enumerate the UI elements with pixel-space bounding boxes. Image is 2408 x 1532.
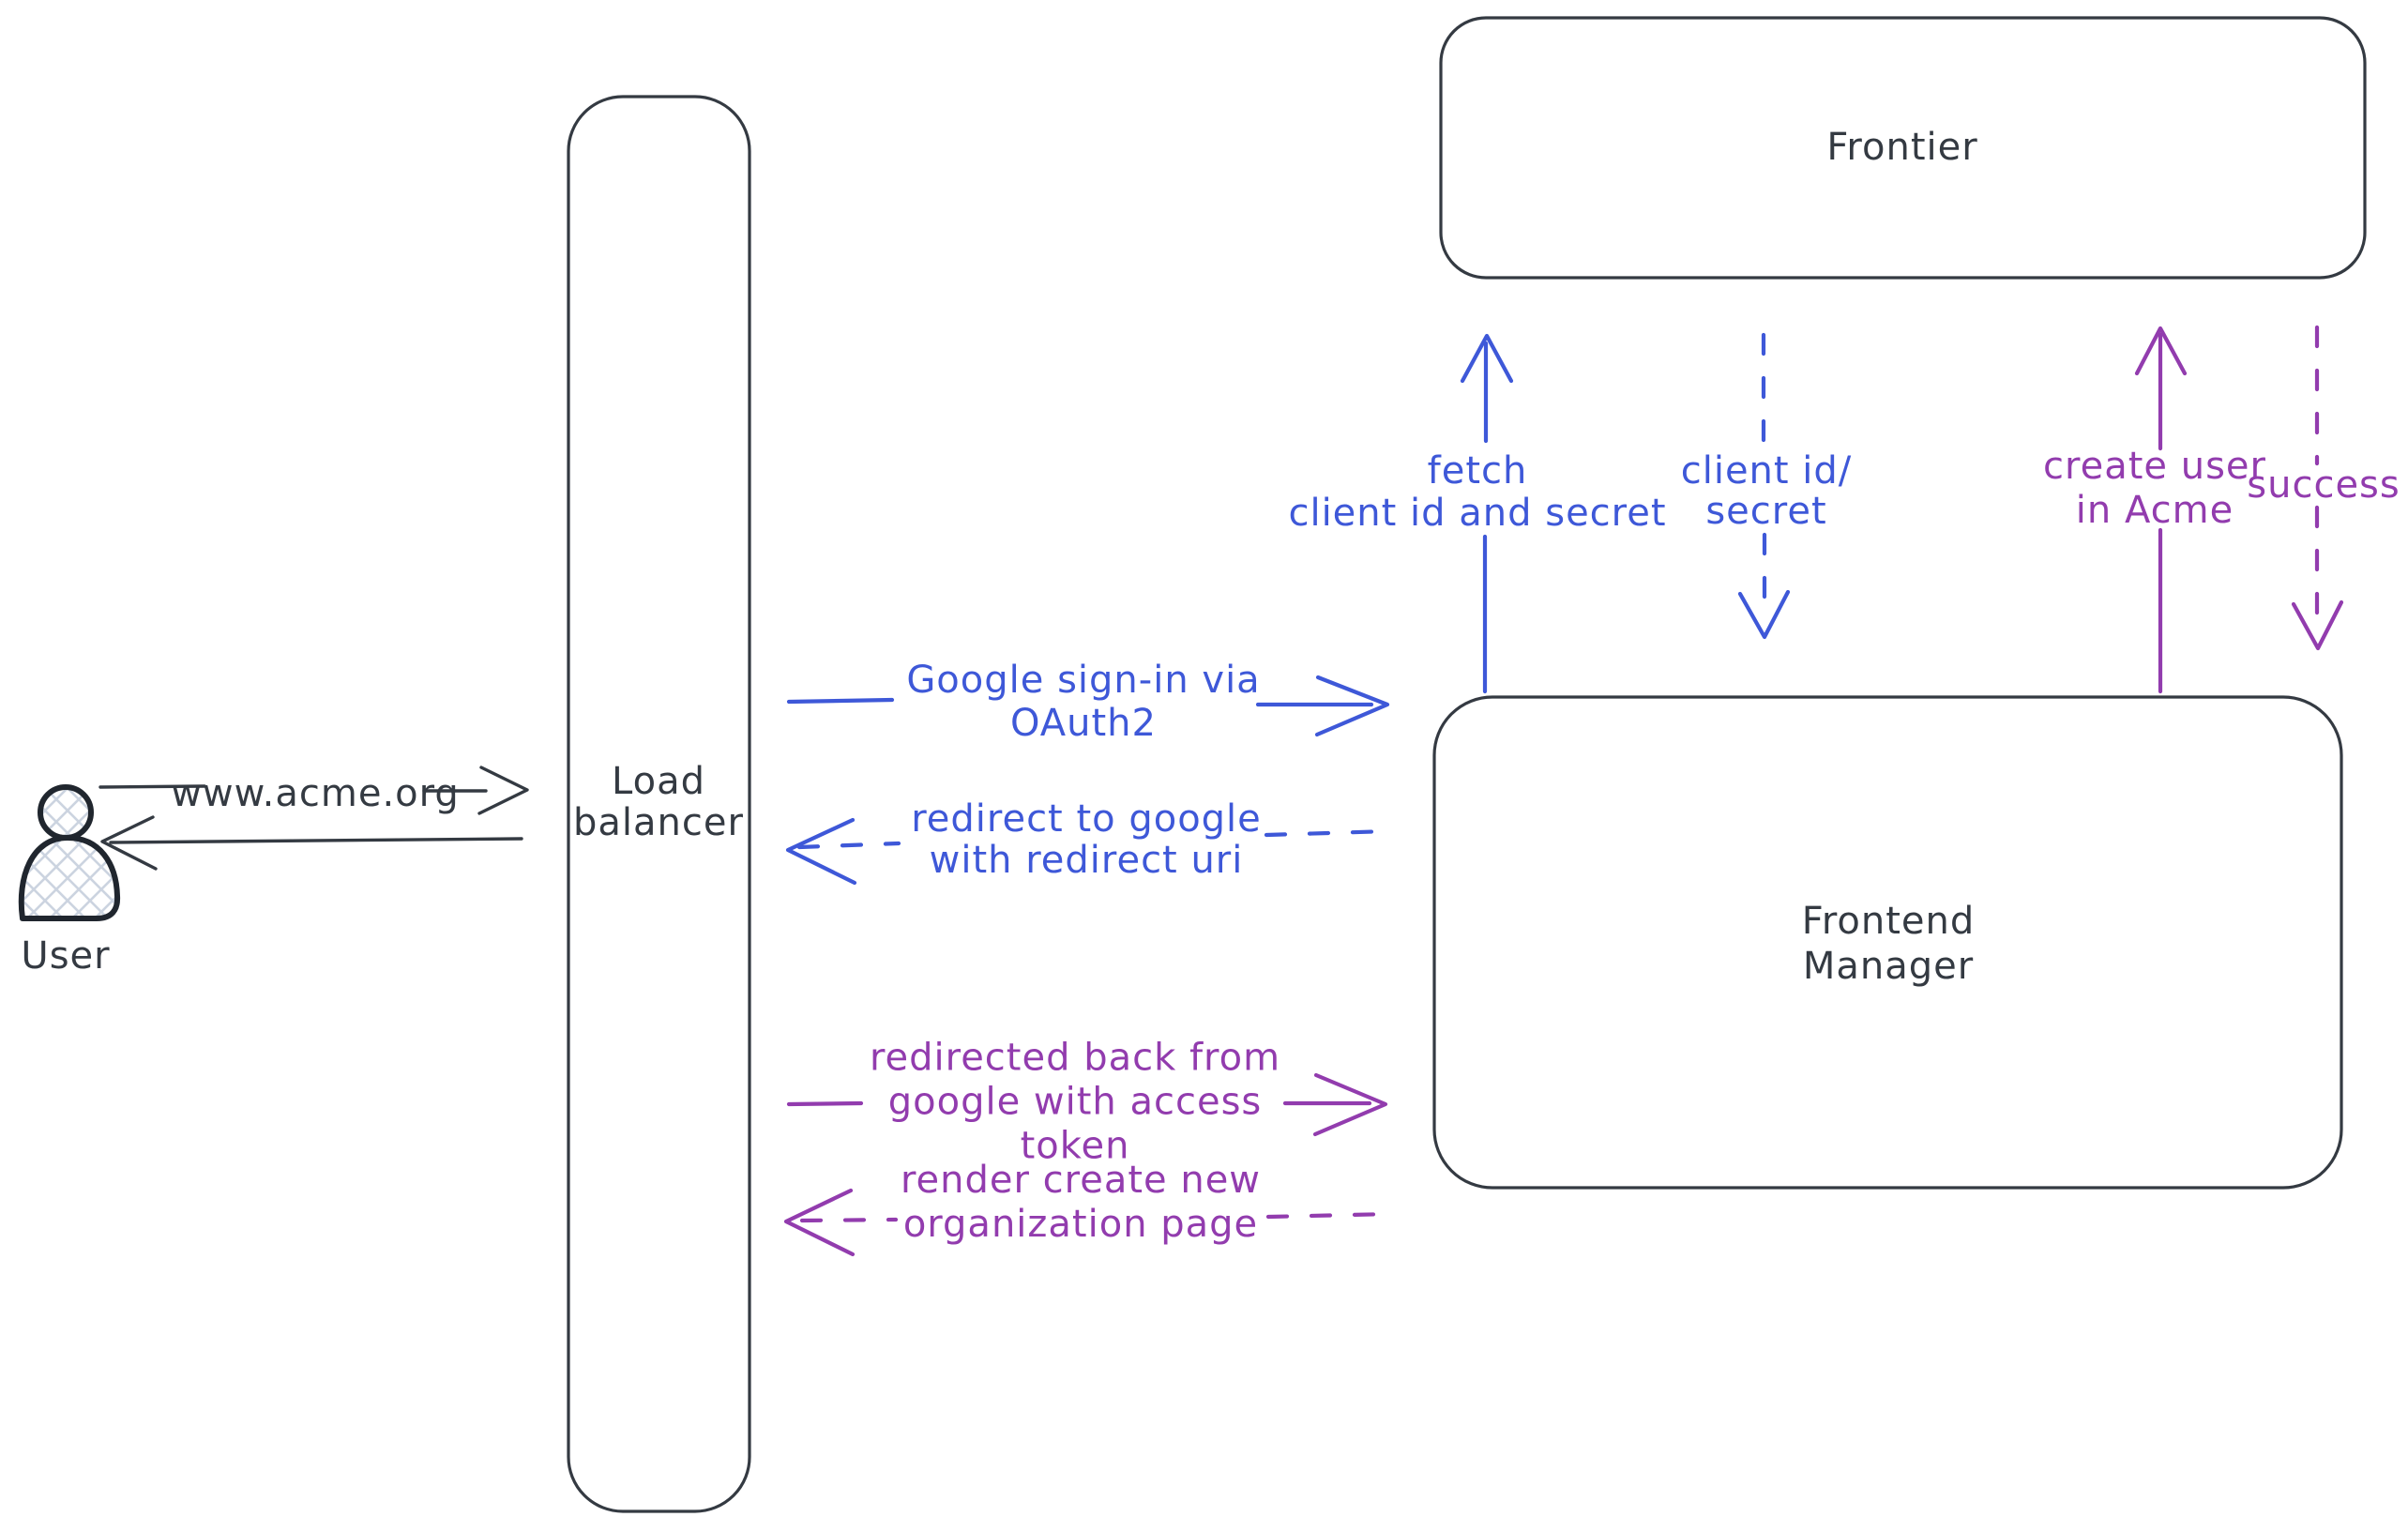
edge-label-redirected-back: redirected back from google with access … xyxy=(869,1036,1281,1168)
node-label-user: User xyxy=(21,934,111,978)
edge-label-www-acme: www.acme.org xyxy=(171,772,460,815)
arrow-create-user xyxy=(2134,326,2188,694)
edge-label-www-acme-text: www.acme.org xyxy=(171,772,460,815)
arrow-success xyxy=(2291,325,2344,651)
edge-label-google-signin: Google sign-in via OAuth2 xyxy=(906,659,1261,745)
edge-label-success: success xyxy=(2247,463,2400,507)
edge-label-redirect-google: redirect to google with redirect uri xyxy=(911,797,1262,882)
node-label-frontier: Frontier xyxy=(1826,126,1978,169)
arrow-www-acme xyxy=(98,766,529,815)
node-label-load-balancer: Load balancer xyxy=(573,760,744,844)
edge-label-create-user: create user in Acme xyxy=(2043,445,2266,532)
load-balancer-box xyxy=(567,95,751,1513)
edge-label-render-org: render create new organization page xyxy=(900,1159,1262,1246)
arrow-redirected-back xyxy=(786,1072,1388,1137)
arrow-response-to-user xyxy=(100,815,523,871)
arrow-render-org-page xyxy=(783,1188,1394,1257)
node-label-frontend-manager: Frontend Manager xyxy=(1801,900,1976,988)
arrow-fetch-secret xyxy=(1460,333,1514,694)
arrow-google-signin xyxy=(786,675,1390,737)
user-body xyxy=(18,835,121,921)
arrow-client-id-secret xyxy=(1737,332,1791,640)
arrow-redirect-to-google xyxy=(785,817,1392,886)
user-icon xyxy=(18,784,121,921)
edge-label-client-id-secret: client id/ secret xyxy=(1680,449,1853,533)
user-head xyxy=(38,784,94,841)
frontend-manager-box xyxy=(1432,695,2343,1190)
frontier-box xyxy=(1439,16,2367,280)
edge-label-fetch-secret: fetch client id and secret xyxy=(1288,449,1667,535)
